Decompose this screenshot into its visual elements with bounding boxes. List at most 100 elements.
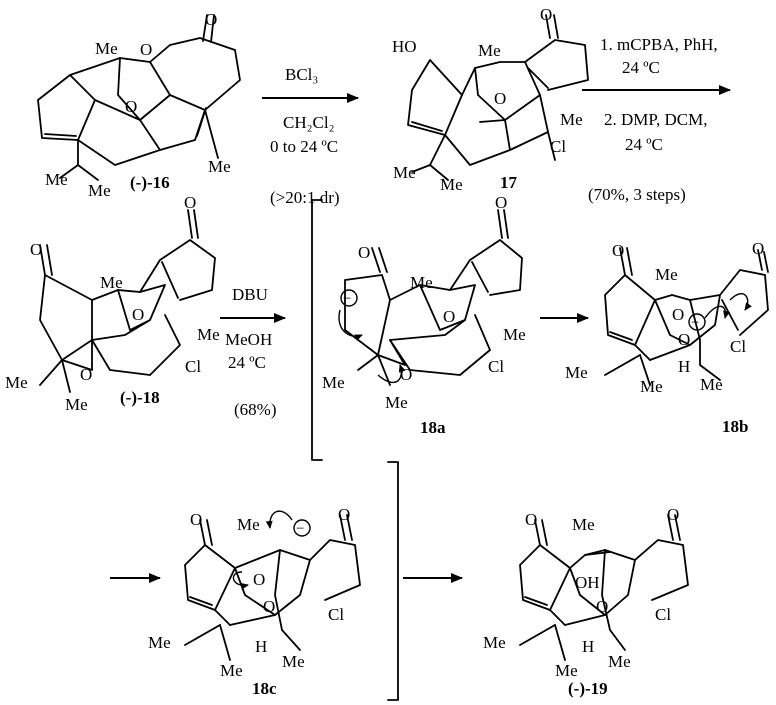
bracket-right <box>387 461 399 701</box>
atom-me: Me <box>655 265 678 284</box>
atom-o: O <box>612 241 624 260</box>
electron-arrow <box>265 510 293 529</box>
atom-cl: Cl <box>328 605 344 624</box>
yield-text: (68%) <box>234 400 276 419</box>
atom-o: O <box>80 365 92 384</box>
compound-19-structure <box>519 514 689 661</box>
solvent-text: CH₂Cl₂ <box>283 113 335 132</box>
solvent-text: MeOH <box>225 330 272 349</box>
intermediate-18a-structure <box>344 209 523 386</box>
atom-o: O <box>140 40 152 59</box>
atom-me: Me <box>560 110 583 129</box>
atom-o: O <box>253 570 265 589</box>
compound-label: 17 <box>500 173 518 192</box>
compound-17-structure <box>407 14 589 181</box>
atom-o: O <box>495 193 507 212</box>
atom-o: O <box>525 510 537 529</box>
electron-arrow <box>704 305 730 319</box>
atom-me: Me <box>95 39 118 58</box>
atom-me: Me <box>478 41 501 60</box>
atom-o: O <box>205 10 217 29</box>
intermediate-18b-structure <box>604 247 769 386</box>
atom-ho: HO <box>392 37 417 56</box>
carbanion-charge <box>340 289 358 307</box>
atom-o: O <box>132 305 144 324</box>
minus-sign: − <box>296 521 304 537</box>
atom-cl: Cl <box>655 605 671 624</box>
atom-me: Me <box>148 633 171 652</box>
temperature-text: 0 to 24 ºC <box>270 137 338 156</box>
atom-me: Me <box>555 661 578 680</box>
atom-h: H <box>255 637 267 656</box>
atom-o: O <box>678 330 690 349</box>
intermediate-label: 18c <box>252 679 277 698</box>
atom-o: O <box>190 510 202 529</box>
atom-o: O <box>30 240 42 259</box>
atom-me: Me <box>88 181 111 200</box>
compound-16-structure <box>37 14 241 181</box>
atom-o: O <box>184 193 196 212</box>
atom-o: O <box>667 505 679 524</box>
atom-o: O <box>494 89 506 108</box>
atom-me: Me <box>282 652 305 671</box>
enolate-charge <box>293 519 311 537</box>
intermediate-label: 18b <box>722 417 748 436</box>
atom-me: Me <box>410 273 433 292</box>
atom-me: Me <box>565 363 588 382</box>
atom-o: O <box>596 597 608 616</box>
atom-h: H <box>678 357 690 376</box>
atom-h: H <box>582 637 594 656</box>
electron-arrow <box>232 571 249 590</box>
intermediate-label: 18a <box>420 418 446 437</box>
temperature-text: 24 ºC <box>622 58 660 77</box>
reagent-text: 1. mCPBA, PhH, <box>600 35 718 54</box>
reagent-text: DBU <box>232 285 268 304</box>
atom-me: Me <box>65 395 88 414</box>
atom-o: O <box>443 307 455 326</box>
atom-me: Me <box>393 163 416 182</box>
reagent-text: 2. DMP, DCM, <box>604 110 707 129</box>
atom-o: O <box>358 243 370 262</box>
atom-cl: Cl <box>550 137 566 156</box>
atom-o: O <box>263 597 275 616</box>
compound-label: (-)-19 <box>568 679 608 698</box>
atom-me: Me <box>700 375 723 394</box>
atom-cl: Cl <box>730 337 746 356</box>
atom-o: O <box>752 239 764 258</box>
atom-me: Me <box>440 175 463 194</box>
atom-cl: Cl <box>185 357 201 376</box>
atom-o: O <box>672 305 684 324</box>
yield-text: (70%, 3 steps) <box>588 185 686 204</box>
atom-me: Me <box>322 373 345 392</box>
minus-sign: − <box>691 315 699 331</box>
atom-me: Me <box>45 170 68 189</box>
bracket-left <box>311 199 323 461</box>
atom-me: Me <box>640 377 663 396</box>
atom-oh: OH <box>575 573 600 592</box>
compound-18-structure <box>39 209 216 393</box>
atom-me: Me <box>503 325 526 344</box>
electron-arrow <box>377 364 406 384</box>
atom-me: Me <box>608 652 631 671</box>
atom-me: Me <box>5 373 28 392</box>
atom-o: O <box>540 5 552 24</box>
atom-me: Me <box>220 661 243 680</box>
alkoxide-charge <box>688 313 706 331</box>
electron-arrow <box>729 293 752 311</box>
atom-me: Me <box>197 325 220 344</box>
atom-me: Me <box>208 157 231 176</box>
atom-me: Me <box>237 515 260 534</box>
atom-o: O <box>338 505 350 524</box>
electron-arrow <box>338 309 363 341</box>
temperature-text: 24 ºC <box>625 135 663 154</box>
atom-me: Me <box>483 633 506 652</box>
selectivity-text: (>20:1 dr) <box>270 188 340 207</box>
atom-o: O <box>125 97 137 116</box>
reagent-text: BCl₃ <box>285 65 318 84</box>
atom-me: Me <box>385 393 408 412</box>
atom-me: Me <box>100 273 123 292</box>
compound-label: (-)-16 <box>130 173 170 192</box>
minus-sign: − <box>343 291 351 307</box>
intermediate-18c-structure <box>184 514 361 661</box>
